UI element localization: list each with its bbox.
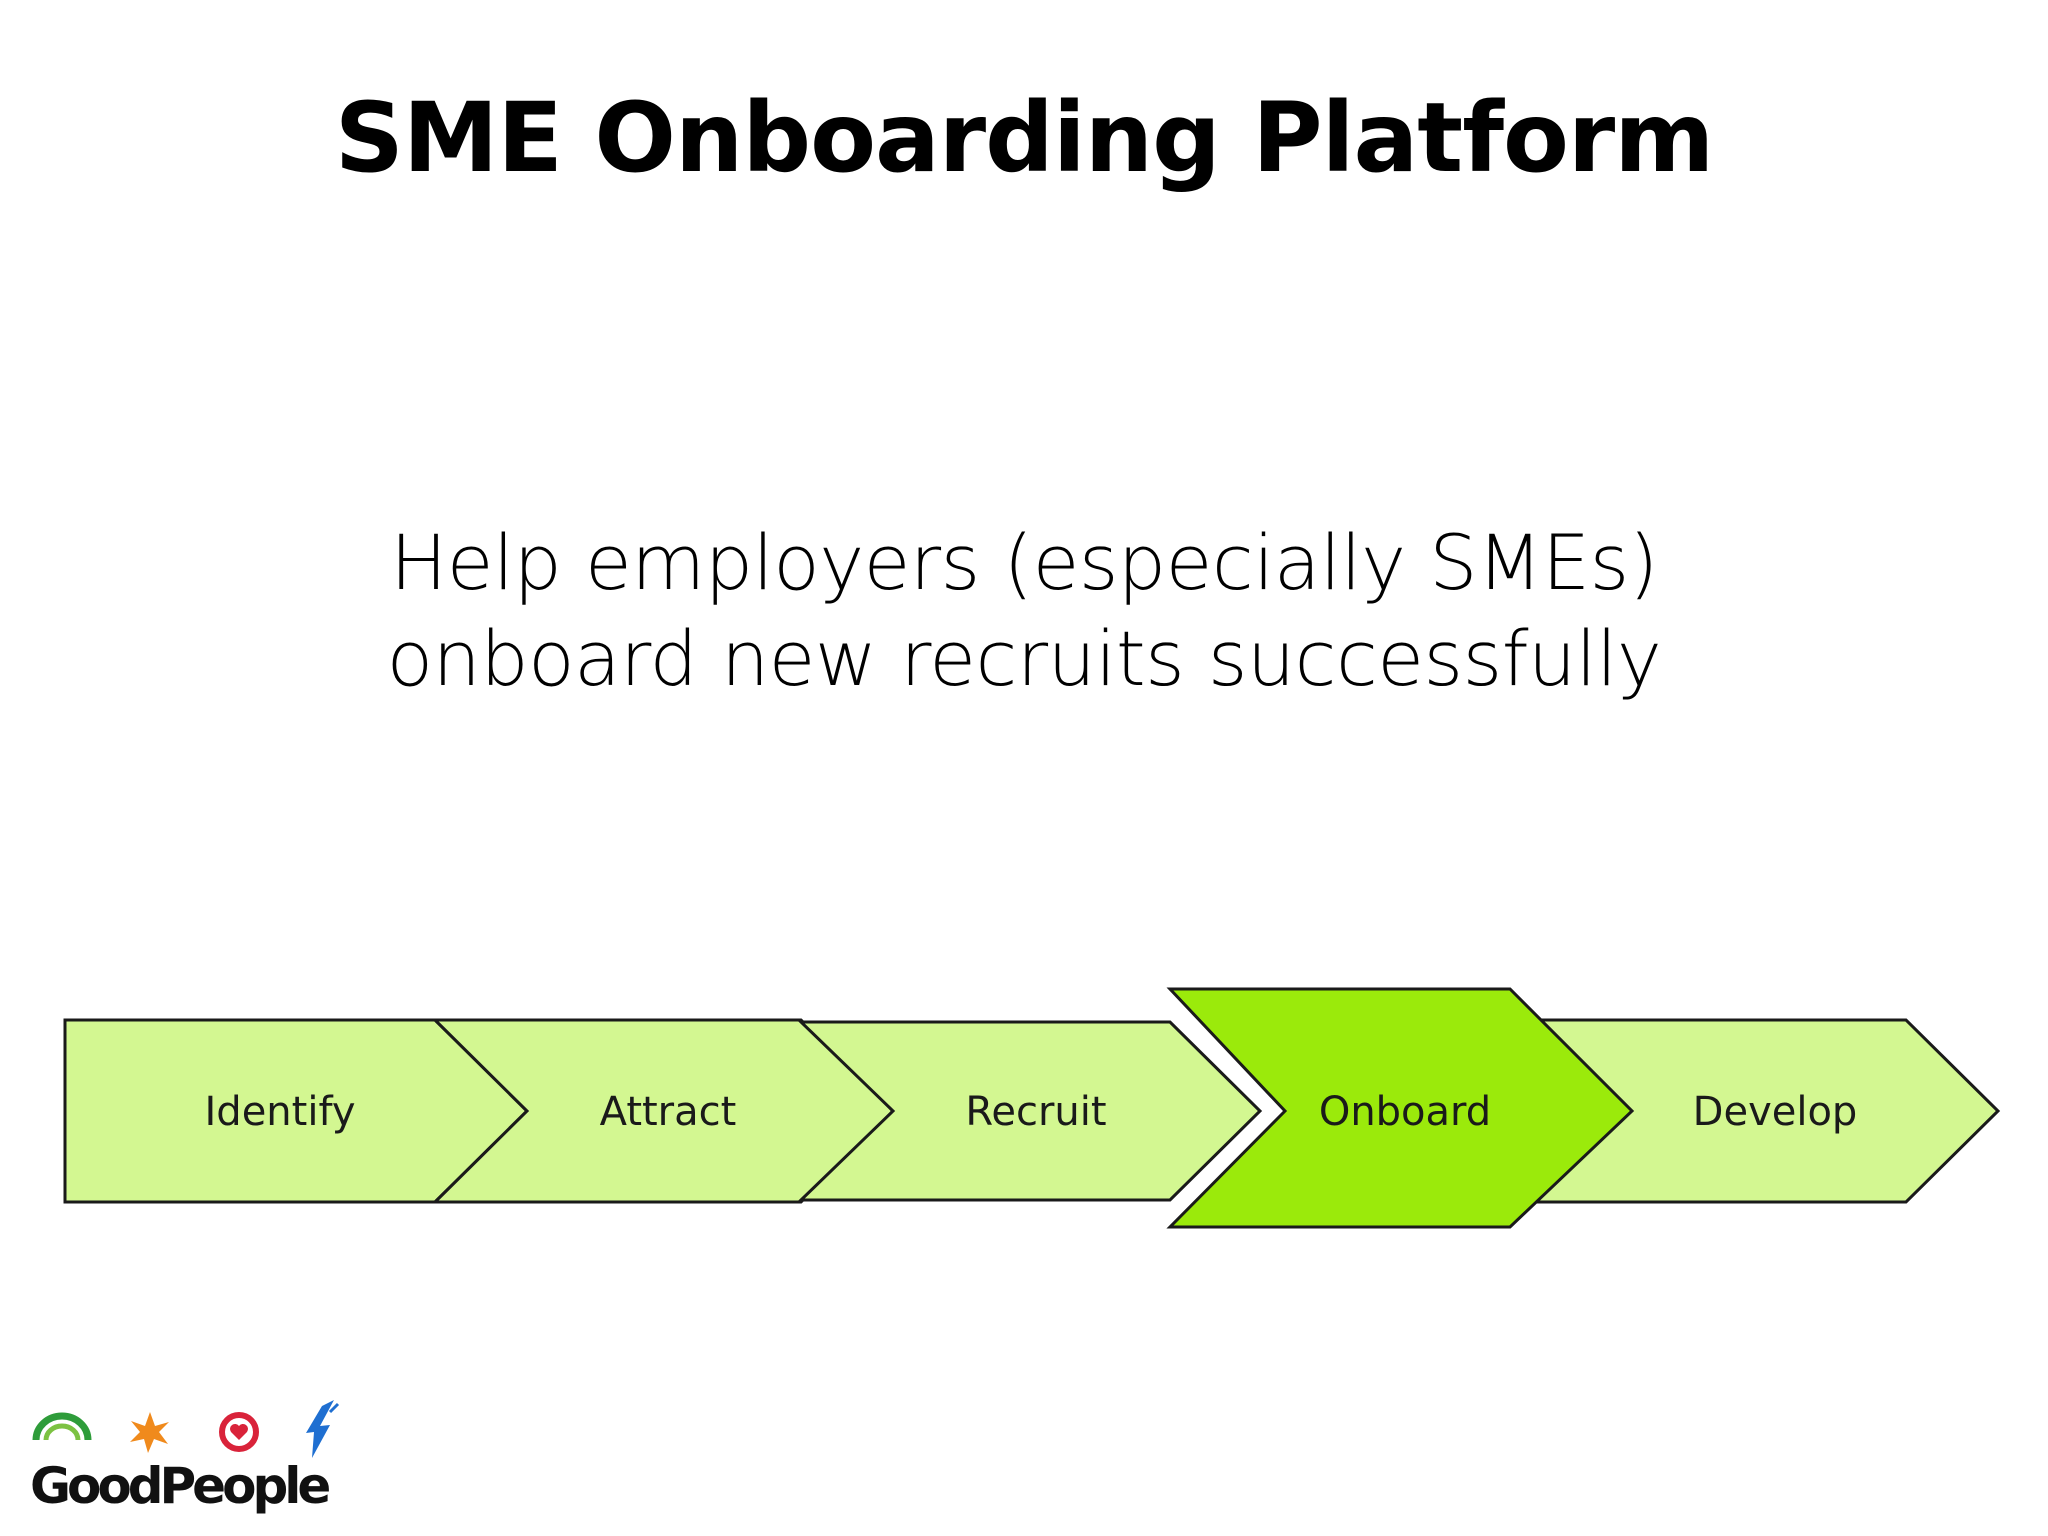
rainbow-icon [32,1412,92,1441]
step-onboard-shape [1166,987,1635,1229]
process-chevron-diagram: Identify Attract Recruit Develop Onboard [0,975,2048,1245]
step-identify-label: Identify [205,1089,356,1135]
logo-wordmark: GoodPeople [30,1457,331,1515]
subtitle-line-2: onboard new recruits successfully [386,614,1662,703]
step-recruit-shape [797,1020,1263,1202]
step-attract-shape [431,1018,896,1204]
heart-icon [219,1412,259,1452]
lightning-icon [306,1400,340,1458]
step-recruit: Recruit [797,1020,1263,1202]
slide-subtitle: Help employers (especially SMEs) onboard… [0,515,2048,707]
step-identify: Identify [63,1018,530,1204]
star-icon [130,1412,169,1453]
slide-title: SME Onboarding Platform [334,82,1715,194]
step-onboard: Onboard [1166,987,1635,1229]
step-attract-label: Attract [600,1089,737,1135]
subtitle-line-1: Help employers (especially SMEs) [390,518,1658,607]
step-develop-label: Develop [1693,1089,1858,1135]
goodpeople-logo: GoodPeople [30,1392,370,1522]
step-onboard-label: Onboard [1319,1089,1491,1135]
step-attract: Attract [431,1018,896,1204]
step-recruit-label: Recruit [965,1089,1106,1135]
